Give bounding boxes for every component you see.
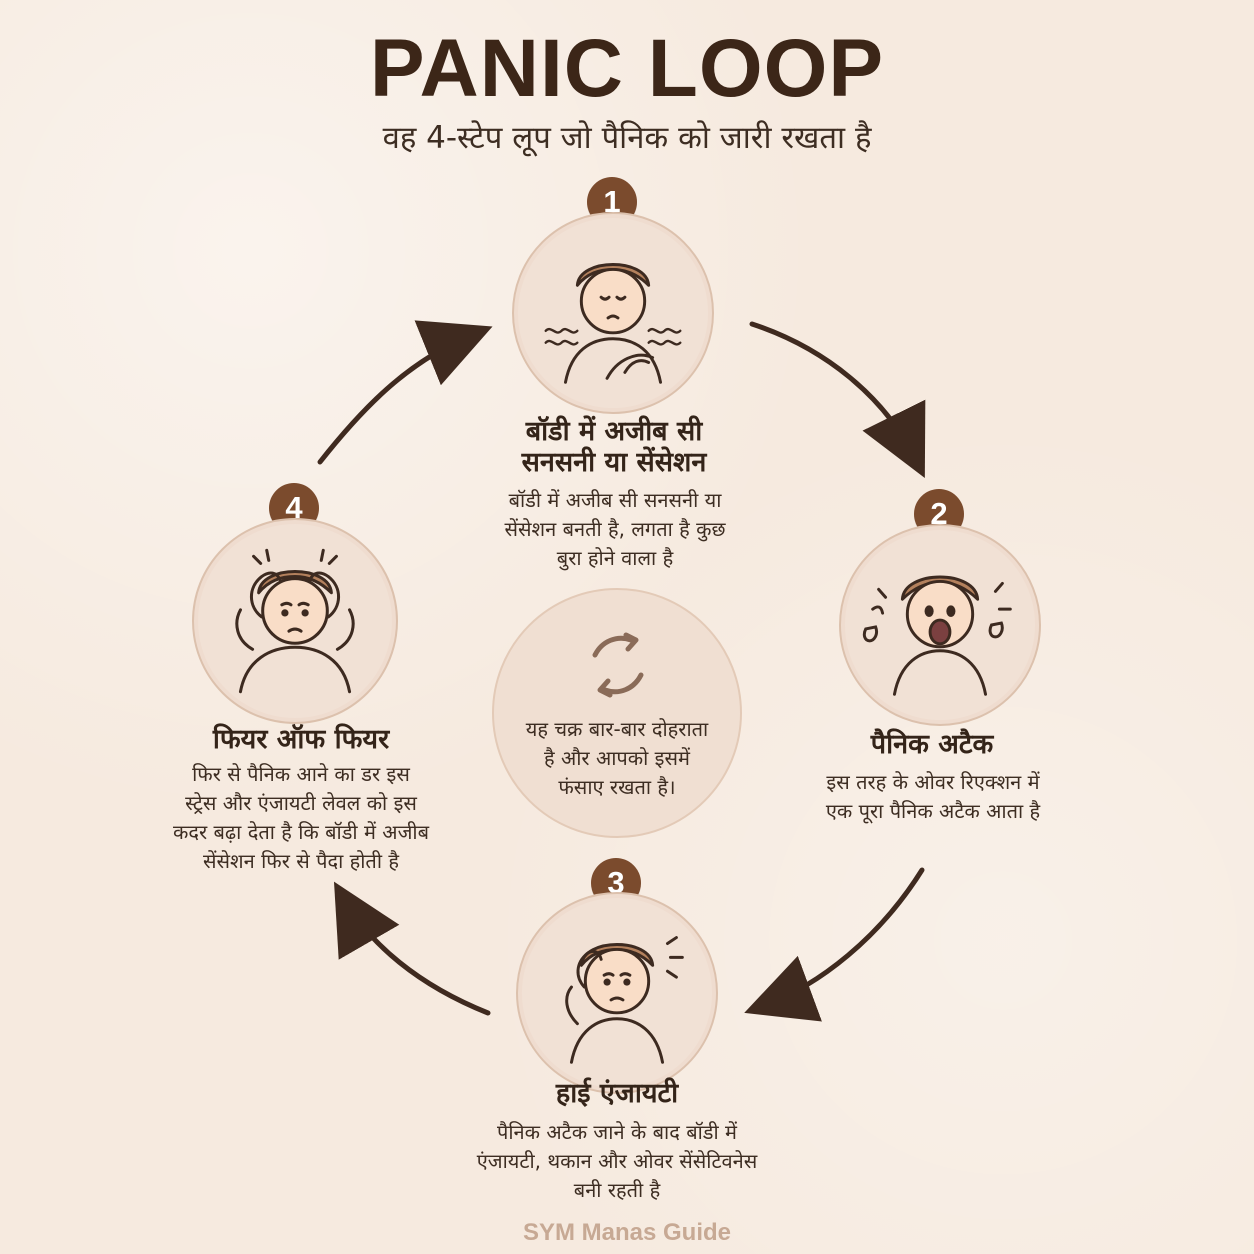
step-title-2: पैनिक अटैक: [870, 729, 994, 760]
center-text: यह चक्र बार-बार दोहराता है और आपको इसमें…: [525, 717, 709, 799]
arrow-top-right: [749, 321, 926, 478]
step-title-1: बॉडी में अजीब सी सनसनी या सेंसेशन: [521, 416, 707, 479]
loop-icon: [592, 632, 644, 698]
step-title-4: फियर ऑफ फियर: [212, 724, 390, 755]
arrow-bottom-left: [333, 881, 491, 1016]
arrow-top-left: [317, 320, 493, 465]
step-description-4: फिर से पैनिक आने का डर इस स्ट्रेस और एंज…: [172, 762, 430, 873]
step-illustration-2: [839, 524, 1041, 726]
step-description-1: बॉडी में अजीब सी सनसनी या सेंसेशन बनती ह…: [504, 488, 726, 570]
person-icon: [844, 529, 1036, 721]
person-icon: [198, 524, 392, 718]
arrow-bottom-right: [744, 867, 925, 1022]
step-description-2: इस तरह के ओवर रिएक्शन में एक पूरा पैनिक …: [825, 770, 1041, 823]
step-description-3: पैनिक अटैक जाने के बाद बॉडी में एंजायटी,…: [476, 1120, 758, 1202]
person-icon: [521, 897, 713, 1089]
footer-brand: SYM Manas Guide: [522, 1219, 732, 1246]
step-illustration-1: [512, 212, 714, 414]
person-icon: [517, 217, 709, 409]
subtitle: वह 4-स्टेप लूप जो पैनिक को जारी रखता है: [382, 120, 872, 156]
step-illustration-3: [516, 892, 718, 1094]
title: PANIC LOOP: [369, 23, 885, 114]
center-loop-bubble: [492, 588, 742, 838]
step-illustration-4: [192, 518, 398, 724]
step-title-3: हाई एंजायटी: [555, 1078, 679, 1109]
